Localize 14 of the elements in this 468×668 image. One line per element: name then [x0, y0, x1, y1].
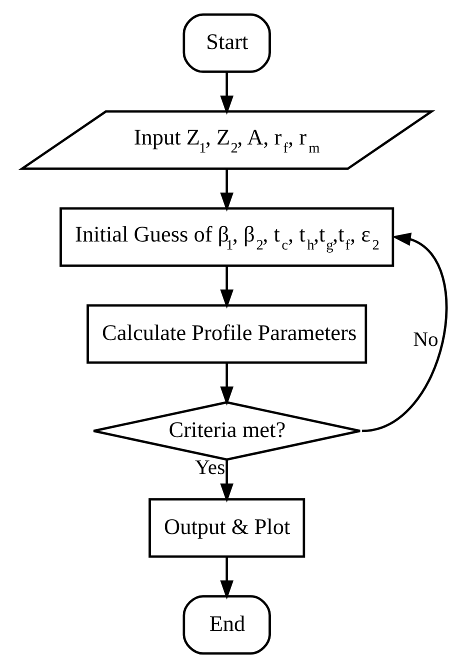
node-box: End: [182, 595, 270, 655]
node-diamond: Criteria met?: [92, 401, 361, 461]
node-box: Output & Plot: [148, 498, 305, 558]
arrow: [220, 168, 234, 212]
arrow: [220, 460, 234, 503]
arrow: [220, 556, 234, 600]
arrow: [220, 72, 234, 115]
arrow: [220, 266, 234, 309]
arrow: [220, 362, 234, 406]
node-box: Start: [182, 13, 270, 73]
arrow: [361, 232, 447, 432]
edge-label: No: [412, 329, 438, 352]
node-box: Calculate Profile Parameters: [86, 304, 367, 364]
node-box: Initial Guess of β$_{1}$, β$_{2}$, t$_{c}$, t$_{h}$,t$_{g}$,t$_{f}$, ε$_{2}$: [59, 207, 394, 267]
